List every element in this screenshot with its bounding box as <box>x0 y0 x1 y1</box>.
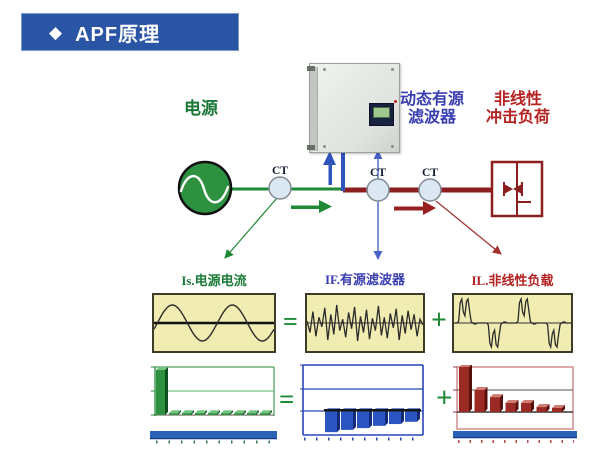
load-spectrum-bars <box>459 365 565 412</box>
nonlinear-load-icon <box>490 160 544 218</box>
source-wave-plot <box>154 304 274 342</box>
frame <box>456 366 574 430</box>
load-spectrum-chart <box>453 365 577 443</box>
load-label-line1: 非线性 <box>493 91 542 108</box>
device-screw <box>391 145 394 148</box>
filter-wave-box <box>305 293 425 353</box>
ct2-circle <box>366 178 390 202</box>
ct3-callout-line <box>435 200 502 255</box>
source-wave-box <box>152 293 276 353</box>
diamond-icon: ◆ <box>49 22 63 42</box>
device-mount-tab-bottom <box>307 145 315 150</box>
equals-operator-row2: = <box>279 384 295 414</box>
source-wave-caption: Is.电源电流 <box>181 273 247 288</box>
load-label-line2: 冲击负荷 <box>485 108 550 126</box>
load-wave-caption: IL.非线性负载 <box>471 273 554 288</box>
ct3-circle <box>418 178 442 202</box>
device-side-panel <box>310 67 318 151</box>
apf-device-image <box>307 63 400 153</box>
filter-label-line1: 动态有源 <box>399 91 464 108</box>
source-spectrum-chart <box>150 366 277 444</box>
equals-operator-row1: = <box>283 307 298 336</box>
filter-injection-arrow <box>323 151 336 185</box>
load-wave-plot <box>454 296 571 350</box>
filter-wave-caption: IF.有源滤波器 <box>324 272 406 287</box>
filter-label-line2: 滤波器 <box>407 108 456 126</box>
load-current-waveform <box>454 296 571 350</box>
device-indicator-led <box>394 100 397 103</box>
page-title: APF原理 <box>75 23 161 46</box>
load-wave-box <box>452 293 573 353</box>
source-current-waveform <box>154 304 274 342</box>
ct3-label: CT <box>422 167 438 179</box>
device-mount-tab-top <box>307 66 315 71</box>
ct1-callout-line <box>224 197 278 259</box>
plus-operator-row1: + <box>431 305 447 336</box>
device-screw <box>323 68 326 71</box>
load-flow-arrow <box>394 201 436 215</box>
filter-current-waveform <box>307 304 423 342</box>
floor-strip <box>453 431 577 437</box>
device-screw <box>323 145 326 148</box>
ct1-label: CT <box>272 165 288 177</box>
floor-strip <box>150 431 277 438</box>
filter-label: 动态有源 滤波器 <box>396 91 468 127</box>
filter-spectrum-bars <box>324 408 421 433</box>
filter-wave-plot <box>307 304 423 342</box>
generator-icon <box>177 160 233 216</box>
source-flow-arrow <box>291 200 332 213</box>
plus-operator-row2: + <box>436 382 453 414</box>
device-display <box>369 103 394 126</box>
ct1-circle <box>268 176 292 200</box>
source-spectrum-bars <box>156 367 272 415</box>
load-label: 非线性 冲击负荷 <box>481 91 555 127</box>
ct2-label: CT <box>370 167 386 179</box>
source-label: 电源 <box>184 99 218 118</box>
device-display-screen <box>373 107 390 118</box>
filter-spectrum-chart <box>300 364 424 441</box>
header-banner: ◆ APF原理 <box>21 13 239 51</box>
device-screw <box>391 68 394 71</box>
